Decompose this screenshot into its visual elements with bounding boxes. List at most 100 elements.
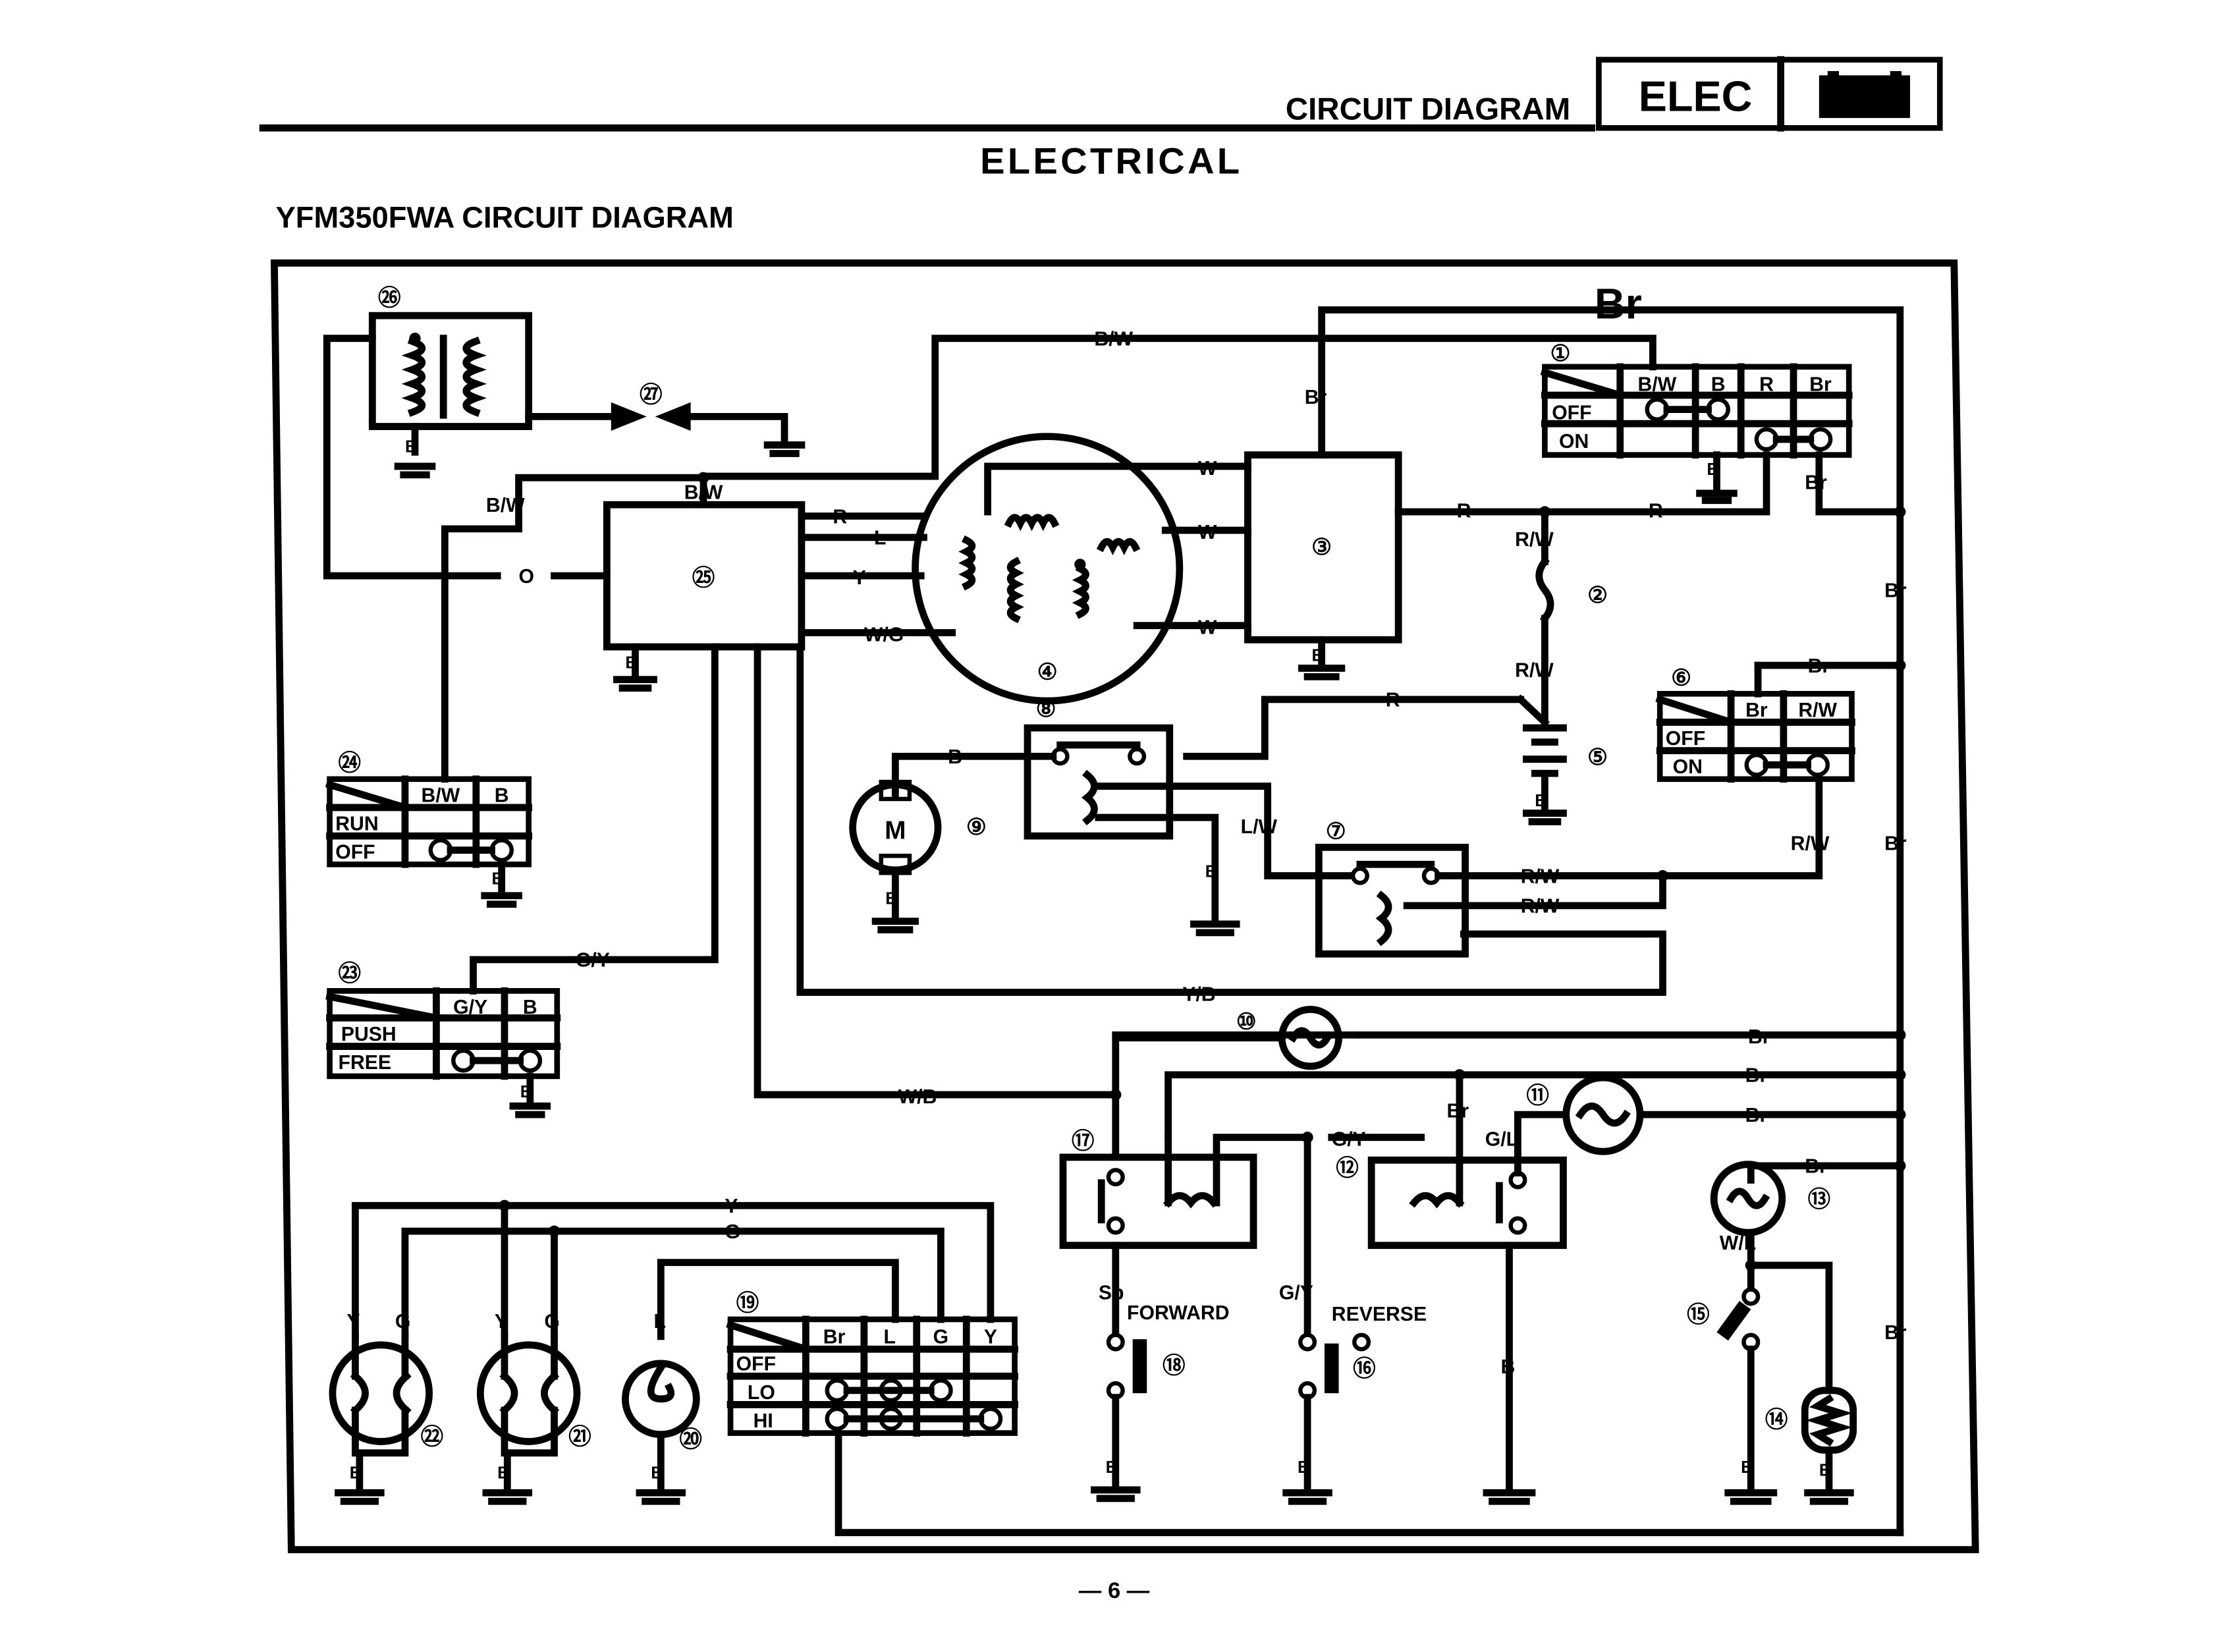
section-title: CIRCUIT DIAGRAM: [1286, 92, 1570, 126]
label-24: ㉔: [339, 751, 362, 776]
dimmer-col-2: L: [883, 1327, 895, 1348]
wire-label-l-cdi: L: [874, 528, 886, 549]
label-9: ⑨: [966, 815, 987, 840]
ground-icon: [481, 892, 522, 908]
label-6: ⑥: [1671, 665, 1691, 690]
indicator-light-10: [1278, 1006, 1342, 1070]
label-7: ⑦: [1326, 819, 1346, 844]
wire-label-wg-cdi: W/G: [864, 624, 904, 646]
wire-gy-start: [470, 643, 719, 995]
wire-label-bw-cdi: B/W: [684, 482, 723, 504]
ground-icon: [871, 918, 919, 933]
wire-label-rw-4: R/W: [1521, 896, 1560, 918]
wire-label-w-1: W: [1198, 458, 1217, 480]
wire-label-g-21: G: [544, 1311, 559, 1333]
wire-label-br-bus2: Br: [1884, 833, 1907, 855]
switch-15: [1716, 1287, 1761, 1352]
wire-label-br-1: Br: [1805, 472, 1827, 493]
ground-icon: [636, 1489, 686, 1505]
main-switch-row-off: OFF: [1552, 402, 1591, 424]
wire-r-battery-link: [1516, 694, 1550, 728]
main-switch-row-on: ON: [1559, 431, 1589, 453]
wire-label-br-11a: Br: [1745, 1064, 1768, 1086]
ground-icon: [1696, 489, 1738, 505]
dimmer-row-off: OFF: [736, 1354, 776, 1375]
light-switch-row-off: OFF: [1666, 728, 1705, 750]
stop-switch-row-off: OFF: [335, 842, 375, 864]
wire-label-rw-2: R/W: [1515, 659, 1554, 681]
relay-12: [1367, 1156, 1567, 1250]
label-1: ①: [1550, 341, 1571, 366]
label-16: ⑯: [1353, 1356, 1376, 1381]
main-switch-col-1: B/W: [1638, 374, 1677, 396]
wire-bw-stop: [441, 474, 707, 783]
wire-l-tail: [657, 1259, 899, 1340]
ignition-coil: [368, 312, 533, 430]
wire-label-r-cdi: R: [833, 506, 847, 528]
wire-label-b-14: B: [1819, 1461, 1832, 1479]
wire-g-headlight: [401, 1227, 944, 1340]
wire-label-l-20: L: [654, 1311, 666, 1333]
wire-label-b-15: B: [1741, 1458, 1753, 1477]
reverse-switch: [1298, 1333, 1371, 1400]
relay-17: [1059, 1153, 1257, 1250]
label-forward: FORWARD: [1127, 1302, 1229, 1324]
wire-gl: [1514, 1111, 1567, 1177]
label-14: ⑭: [1765, 1408, 1788, 1433]
starter-relay: [1024, 724, 1174, 840]
main-switch: B/W B R Br OFF ON ①: [1540, 341, 1853, 459]
ground-icon: [1724, 1489, 1778, 1505]
wire-plug-ground: [687, 413, 788, 447]
start-switch: G/Y B PUSH FREE: [325, 987, 561, 1080]
ground-icon: [509, 1102, 551, 1118]
wire-rw-relay: [1403, 872, 1666, 910]
wire-indicator-10: [1112, 1034, 1286, 1158]
label-15: ⑮: [1687, 1302, 1710, 1327]
wire-label-r-1: R: [1457, 501, 1471, 522]
wire-label-b-1: B: [1707, 460, 1719, 479]
cutoff-relay: [1315, 843, 1469, 958]
junction-rw: [1656, 869, 1669, 882]
label-19: ⑲: [736, 1291, 759, 1316]
dimmer-col-1: Br: [823, 1327, 846, 1348]
headlight-21: [476, 1333, 581, 1457]
wire-label-b-22: B: [350, 1464, 362, 1483]
ground-icon: [1282, 1489, 1332, 1505]
stop-switch-col-1: B/W: [422, 785, 460, 806]
wire-o-coil: [323, 335, 501, 580]
fuse: [1535, 556, 1554, 624]
wire-lw: [1091, 783, 1368, 879]
wire-label-b-12: B: [1501, 1356, 1516, 1378]
bus-junctions: [1894, 506, 1906, 1172]
dimmer-row-hi: HI: [753, 1410, 773, 1432]
wire-label-br-10: Br: [1748, 1026, 1770, 1048]
dimmer-col-4: Y: [984, 1327, 997, 1348]
light-switch: Br R/W OFF ON: [1655, 690, 1855, 783]
wire-label-g-22: G: [395, 1311, 410, 1333]
dimmer-row-lo: LO: [748, 1382, 775, 1404]
wire-label-w-2: W: [1198, 522, 1217, 543]
wire-label-br-11b: Br: [1745, 1105, 1768, 1126]
wire-label-br-6: Br: [1808, 655, 1830, 677]
ground-icon: [1091, 1486, 1141, 1502]
wire-label-y-22: Y: [346, 1311, 360, 1333]
battery: [1522, 724, 1567, 812]
stop-switch-row-run: RUN: [335, 813, 378, 835]
ground-icon: [1483, 1489, 1536, 1505]
wire-label-b-24: B: [492, 869, 505, 888]
label-17: ⑰: [1072, 1129, 1095, 1154]
label-13: ⑬: [1808, 1187, 1831, 1212]
headlight-22: [329, 1333, 433, 1457]
start-switch-row-push: PUSH: [341, 1024, 397, 1045]
wire-label-br-3: Br: [1305, 387, 1327, 408]
main-switch-col-4: Br: [1809, 374, 1832, 396]
ground-icon: [394, 462, 436, 479]
wire-label-b-8: B: [1205, 863, 1218, 881]
main-switch-col-2: B: [1711, 374, 1726, 396]
wire-label-b-21: B: [497, 1464, 510, 1483]
wire-br-13: [1747, 1162, 1788, 1184]
diagram-border: [270, 259, 1979, 1553]
label-2: ②: [1587, 583, 1608, 608]
wire-bw-top: [699, 335, 1656, 505]
